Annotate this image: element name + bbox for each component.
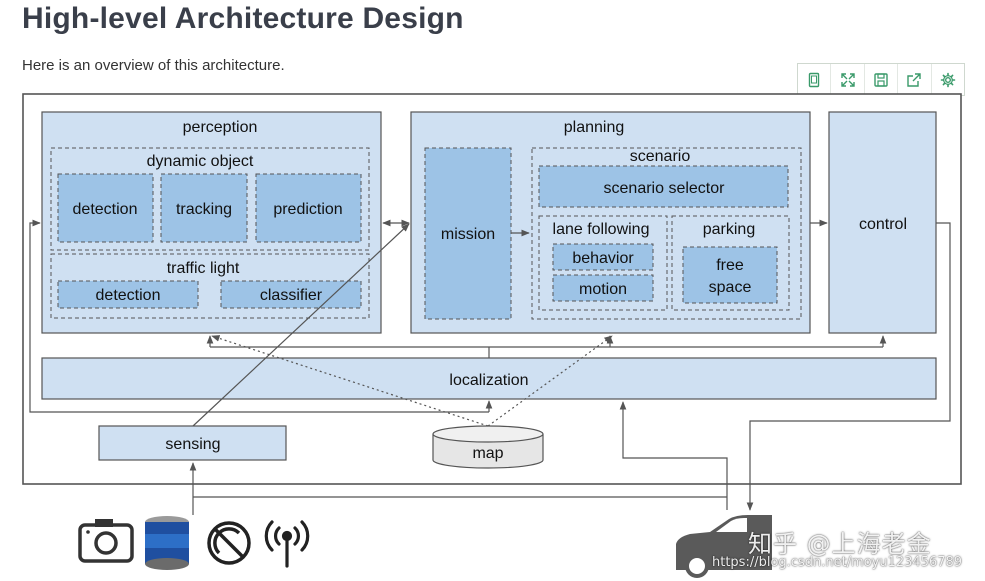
camera-icon <box>78 519 134 563</box>
control-label: control <box>859 216 907 233</box>
fullscreen-icon <box>840 72 855 87</box>
page-subtitle: Here is an overview of this architecture… <box>22 57 285 74</box>
settings-button[interactable] <box>932 64 964 95</box>
scenario-title: scenario <box>630 148 691 165</box>
motion-label: motion <box>579 281 627 298</box>
tracking-label: tracking <box>176 201 232 218</box>
connectors <box>29 219 951 515</box>
prediction-label: prediction <box>273 201 342 218</box>
planning-module: planning mission scenario scenario selec… <box>410 111 811 334</box>
watermark-url: https://blog.csdn.net/moyu123456789 <box>712 555 963 570</box>
map-database: map <box>432 425 544 469</box>
radar-icon <box>207 521 251 565</box>
settings-icon <box>940 72 956 87</box>
scenario-selector-label: scenario selector <box>604 180 726 197</box>
share-icon <box>907 72 922 87</box>
traffic-light-title: traffic light <box>167 260 240 277</box>
watermark-text: 知乎 @上海老金 <box>748 530 932 558</box>
fullscreen-button[interactable] <box>831 64 865 95</box>
share-button[interactable] <box>898 64 932 95</box>
perception-module: perception dynamic object detection trac… <box>41 111 382 334</box>
perception-title: perception <box>183 119 258 136</box>
parking-title: parking <box>703 221 755 238</box>
traffic-detection-label: detection <box>96 287 161 304</box>
save-icon <box>874 72 888 87</box>
page-view-button[interactable] <box>798 64 832 95</box>
save-button[interactable] <box>865 64 899 95</box>
sensing-module: sensing <box>98 425 287 461</box>
mission-label: mission <box>441 226 495 243</box>
classifier-label: classifier <box>260 287 323 304</box>
localization-module: localization <box>41 357 937 400</box>
dynamic-object-title: dynamic object <box>147 153 254 170</box>
antenna-icon <box>264 520 310 568</box>
free-space-label-2: space <box>709 279 752 296</box>
detection-label: detection <box>73 201 138 218</box>
map-label: map <box>472 445 503 462</box>
lane-following-title: lane following <box>553 221 650 238</box>
sensing-label: sensing <box>165 436 220 453</box>
behavior-label: behavior <box>572 250 634 267</box>
localization-label: localization <box>449 372 528 389</box>
car-icon <box>676 515 772 578</box>
free-space-label-1: free <box>716 257 744 274</box>
planning-title: planning <box>564 119 625 136</box>
page-title: High-level Architecture Design <box>22 2 464 35</box>
control-module: control <box>828 111 937 334</box>
lidar-icon <box>145 516 189 570</box>
page-icon <box>809 72 820 87</box>
